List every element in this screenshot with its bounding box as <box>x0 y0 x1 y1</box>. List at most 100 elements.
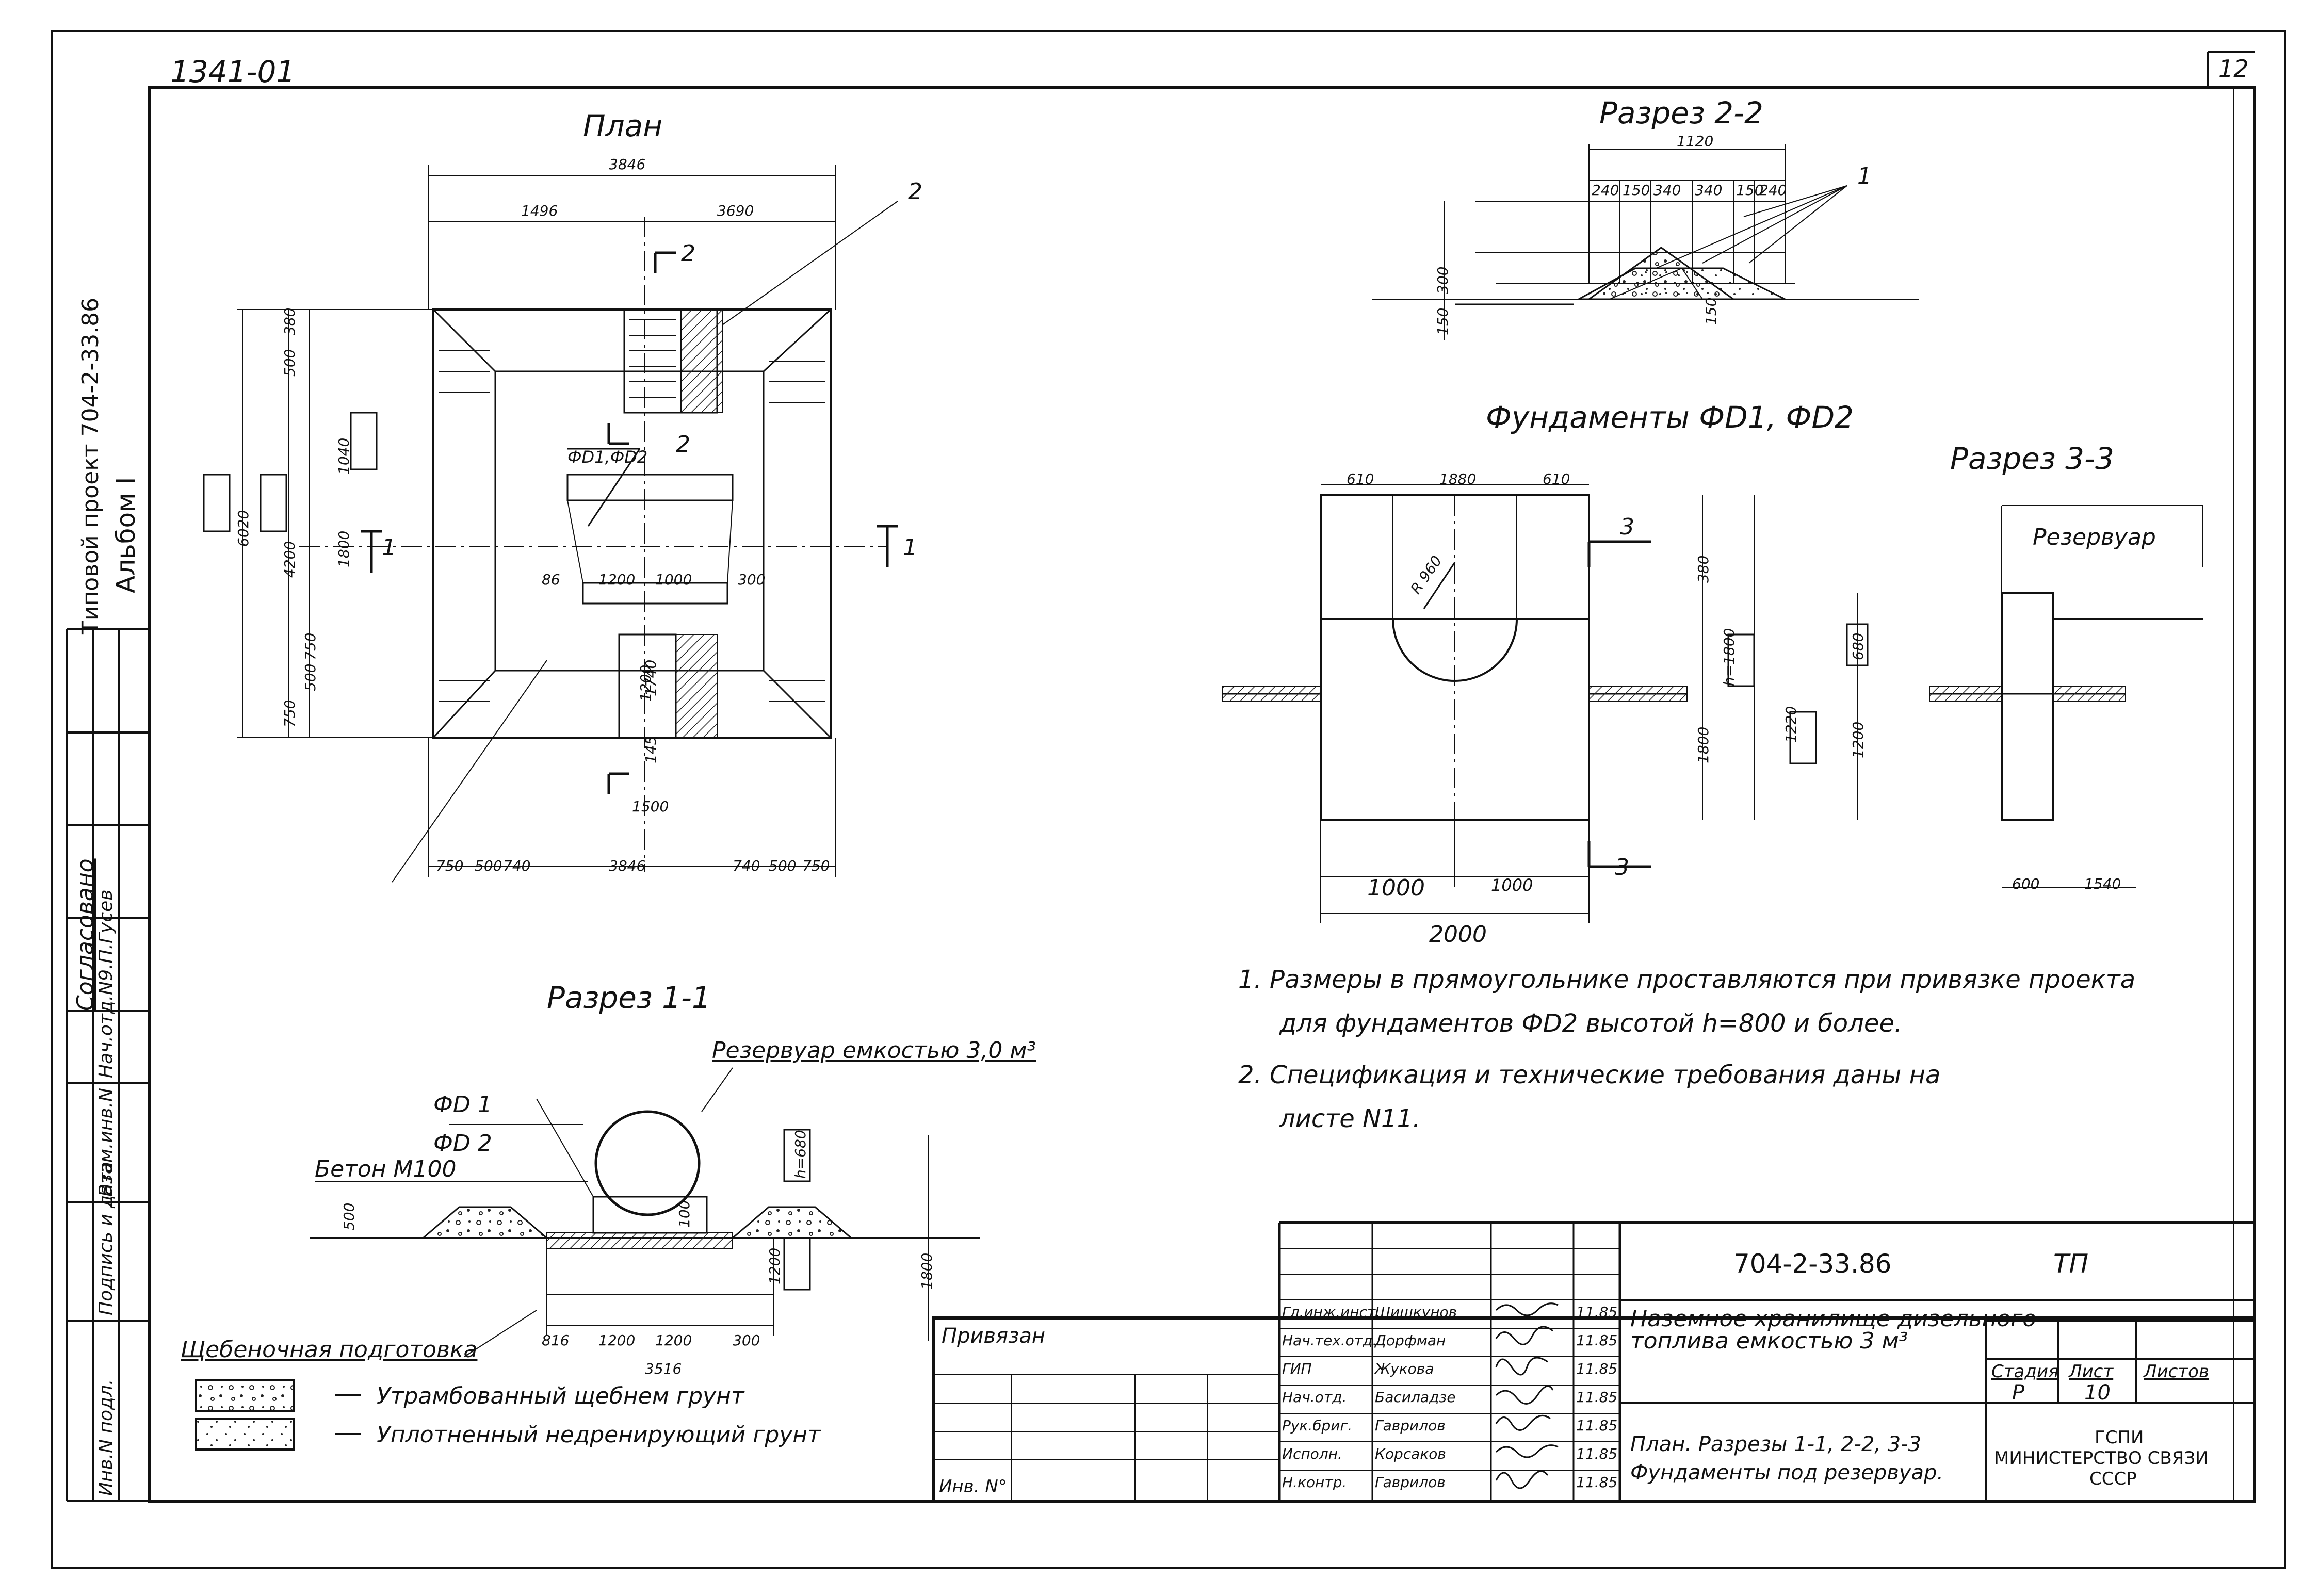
plan-dim-inner-1: 1200 <box>598 571 636 588</box>
foundations-title: Фундаменты ФD1, ФD2 <box>1486 400 1854 435</box>
section-1-1 <box>310 1067 980 1357</box>
plan-dim-bot-6: 750 <box>802 857 830 874</box>
s11-dim-5: 1200 <box>655 1332 692 1349</box>
fd-section-mark-top: 3 <box>1620 514 1634 540</box>
s11-dim-2: 1800 <box>918 1252 935 1290</box>
s22-dim-9: 150 <box>1702 297 1720 325</box>
s22-dim-6: 240 <box>1759 182 1787 199</box>
tb-date-1: 11.85 <box>1576 1332 1618 1349</box>
legend-swatches <box>195 1379 361 1451</box>
tb-role-0: Гл.инж.инст. <box>1282 1304 1381 1321</box>
plan-section-2-mid: 2 <box>676 431 690 458</box>
fd-dim-top-2: 610 <box>1543 470 1570 487</box>
s22-dim-4: 340 <box>1695 182 1723 199</box>
section-2-2 <box>1372 144 1919 340</box>
s11-dim-1: h=680 <box>792 1130 809 1179</box>
tb-date-5: 11.85 <box>1576 1445 1618 1462</box>
plan-dim-left-6: 500 <box>302 663 319 691</box>
note-line-1: 1. Размеры в прямоугольнике проставляютс… <box>1238 965 2136 994</box>
plan-dim-left-1: 380 <box>281 307 298 335</box>
tb-project-code: 704-2-33.86 <box>1733 1249 1892 1279</box>
tb-date-6: 11.85 <box>1576 1474 1618 1491</box>
plan-dim-left-9: 1800 <box>335 530 352 567</box>
fd-dim-top-0: 610 <box>1347 470 1374 487</box>
note-line-3: 2. Спецификация и технические требования… <box>1238 1061 1941 1089</box>
tb-sheet-hdr: Лист <box>2069 1361 2114 1382</box>
s11-dim-6: 300 <box>733 1332 760 1349</box>
plan-section-2-top: 2 <box>681 240 695 267</box>
plan-title: План <box>583 108 663 143</box>
doc-code: 1341-01 <box>170 54 296 89</box>
tb-name-6: Гаврилов <box>1375 1474 1446 1491</box>
fd-dim-top-1: 1880 <box>1439 470 1477 487</box>
plan-dim-inner-5: 145 <box>642 736 659 763</box>
plan-dim-bot-4: 740 <box>733 857 760 874</box>
tb-date-3: 11.85 <box>1576 1389 1618 1406</box>
tb-org-2: МИНИСТЕРСТВО СВЯЗИ <box>1994 1448 2209 1469</box>
tb-tp: ТП <box>2053 1249 2089 1279</box>
s11-gravel: Щебеночная подготовка <box>181 1337 478 1363</box>
tb-name-3: Басиладзе <box>1375 1389 1456 1406</box>
tb-stage: Р <box>2012 1381 2025 1405</box>
s11-dim-7: 3516 <box>645 1360 682 1377</box>
s11-dim-4: 1200 <box>598 1332 636 1349</box>
tb-role-4: Рук.бриг. <box>1282 1417 1353 1434</box>
side-cell-3: Инв.N подл. <box>95 1379 117 1496</box>
s22-dim-5: 150 <box>1736 182 1764 199</box>
s11-fd2: ФD 2 <box>433 1130 492 1157</box>
plan-dim-left-7: 750 <box>281 699 298 727</box>
plan-dim-inner-4: 1740 <box>642 659 659 696</box>
plan-dim-inner-0: 86 <box>542 571 560 588</box>
tb-sheets-hdr: Листов <box>2144 1361 2210 1382</box>
section22-title: Разрез 2-2 <box>1599 95 1763 131</box>
s22-dim-3: 340 <box>1653 182 1681 199</box>
plan-dim-left-4: 4200 <box>281 541 298 578</box>
plan-dim-bot-2: 740 <box>503 857 531 874</box>
tb-name-0: Шишкунов <box>1375 1304 1457 1321</box>
side-project: Типовой проект 704-2-33.86 <box>77 297 104 634</box>
side-album: Альбом I <box>111 477 141 593</box>
s22-callout: 1 <box>1857 163 1872 189</box>
plan-section-1-right: 1 <box>903 534 917 561</box>
s11-dim-9: 1200 <box>766 1247 783 1284</box>
tb-inv-no: Инв. N° <box>939 1476 1007 1497</box>
side-cell-2: Подпись и дата <box>95 1161 117 1315</box>
plan-dim-bot-0: 750 <box>436 857 464 874</box>
plan-dim-top-2: 3690 <box>717 202 754 219</box>
tb-stage-hdr: Стадия <box>1991 1361 2059 1382</box>
section11-title: Разрез 1-1 <box>547 980 711 1015</box>
s22-dim-0: 1120 <box>1677 133 1714 150</box>
plan-dim-top-0: 3846 <box>609 156 646 173</box>
s33-tank-label: Резервуар <box>2033 524 2156 550</box>
tb-privyazan: Привязан <box>942 1324 1046 1348</box>
plan-dim-left-2: 500 <box>281 349 298 377</box>
s11-dim-3: 816 <box>542 1332 570 1349</box>
tb-role-5: Исполн. <box>1282 1445 1342 1462</box>
s22-dim-1: 240 <box>1592 182 1619 199</box>
s11-fd1: ФD 1 <box>433 1092 492 1118</box>
plan-dim-bot-5: 500 <box>769 857 797 874</box>
plan-dim-left-5: 750 <box>302 632 319 660</box>
s33-dim-3: 1200 <box>1850 721 1867 758</box>
plan-dim-top-1: 1496 <box>521 202 558 219</box>
sheet-number: 12 <box>2218 55 2249 83</box>
plan-callout-2: 2 <box>908 178 922 205</box>
fd-dim-side-3: 1220 <box>1782 706 1799 743</box>
tb-name-2: Жукова <box>1375 1360 1434 1377</box>
plan-dim-inner-6: 1500 <box>632 798 669 815</box>
s22-dim-8: 150 <box>1434 307 1451 335</box>
s33-dim-2: 680 <box>1850 632 1867 660</box>
fd-section-mark-bottom: 3 <box>1615 854 1629 881</box>
side-stamp <box>66 628 150 1502</box>
tb-sheet: 10 <box>2084 1381 2111 1405</box>
plan-foundation-label: ФD1,ФD2 <box>567 447 648 467</box>
tb-date-0: 11.85 <box>1576 1304 1618 1321</box>
section-3-3 <box>1846 505 2203 888</box>
side-chief: Нач.отд.N9.П.Гусев <box>95 889 117 1078</box>
s33-dim-0: 600 <box>2012 875 2040 892</box>
tb-title-2: топлива емкостью 3 м³ <box>1630 1328 1908 1354</box>
s11-dim-0: 500 <box>340 1202 358 1230</box>
fd-dim-side-0: 380 <box>1695 555 1712 583</box>
tb-role-1: Нач.тех.отд. <box>1282 1332 1377 1349</box>
plan-dim-inner-3: 300 <box>738 571 766 588</box>
